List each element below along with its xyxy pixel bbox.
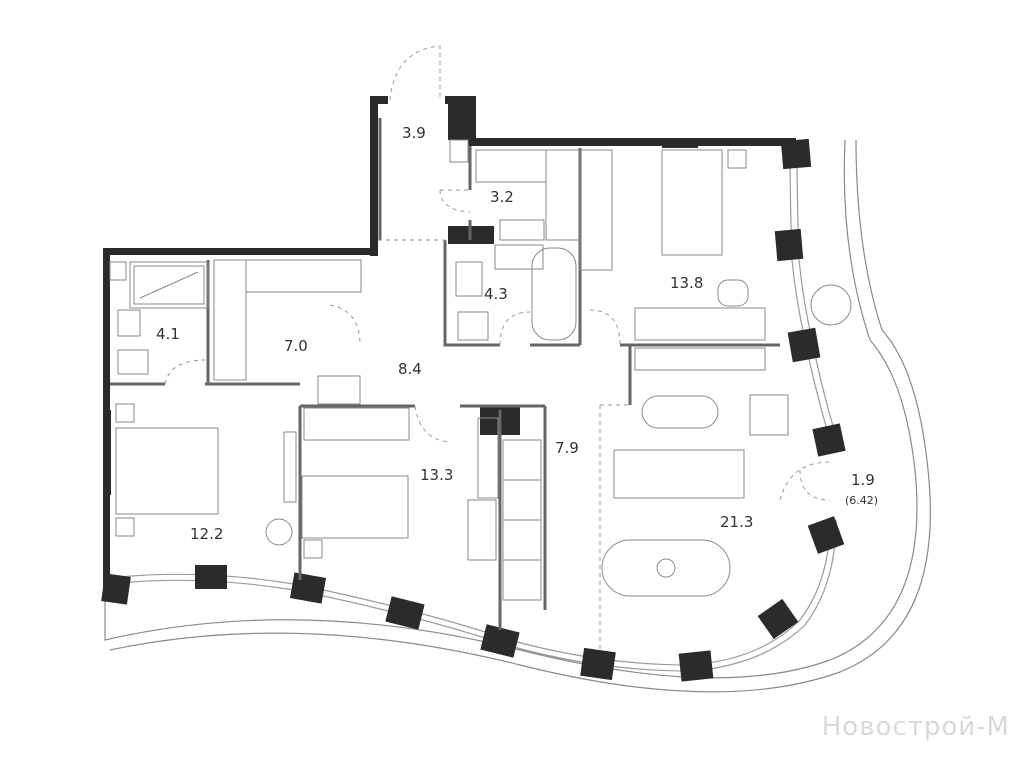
room-area-12-2: 12.2 [190, 525, 223, 543]
kitchen-furniture [477, 417, 542, 601]
window-glass [109, 144, 838, 672]
room-area-3-2: 3.2 [490, 188, 514, 206]
bathroom-2-fixtures [455, 244, 577, 341]
room-area-13-3: 13.3 [420, 466, 453, 484]
room-area-4-3: 4.3 [484, 285, 508, 303]
entry-furniture [317, 139, 469, 405]
wardrobes [213, 149, 613, 441]
room-area-7-0: 7.0 [284, 337, 308, 355]
bedroom-13-8-furniture [634, 149, 766, 341]
zone-dashes [378, 189, 630, 650]
pillars [101, 100, 846, 682]
door-swings [164, 45, 831, 501]
exterior-walls [103, 96, 796, 600]
room-area-8-4: 8.4 [398, 360, 422, 378]
room-area-13-8: 13.8 [670, 274, 703, 292]
room-area-1-9: 1.9 [851, 471, 875, 489]
room-area-21-3: 21.3 [720, 513, 753, 531]
room-area-7-9: 7.9 [555, 439, 579, 457]
room-area-1-9-total: (6.42) [845, 494, 878, 507]
bathroom-fixtures [109, 261, 209, 375]
bedroom-12-2-furniture [115, 403, 297, 546]
terrace-outline [104, 139, 931, 693]
living-furniture [601, 284, 852, 597]
partitions [110, 118, 780, 630]
bedroom-13-3-furniture [301, 475, 497, 561]
watermark: Новострой-М [821, 712, 1010, 742]
room-area-4-1: 4.1 [156, 325, 180, 343]
area-labels: 3.9 3.2 4.3 13.8 4.1 7.0 8.4 7.9 13.3 12… [156, 124, 878, 543]
room-area-3-9: 3.9 [402, 124, 426, 142]
